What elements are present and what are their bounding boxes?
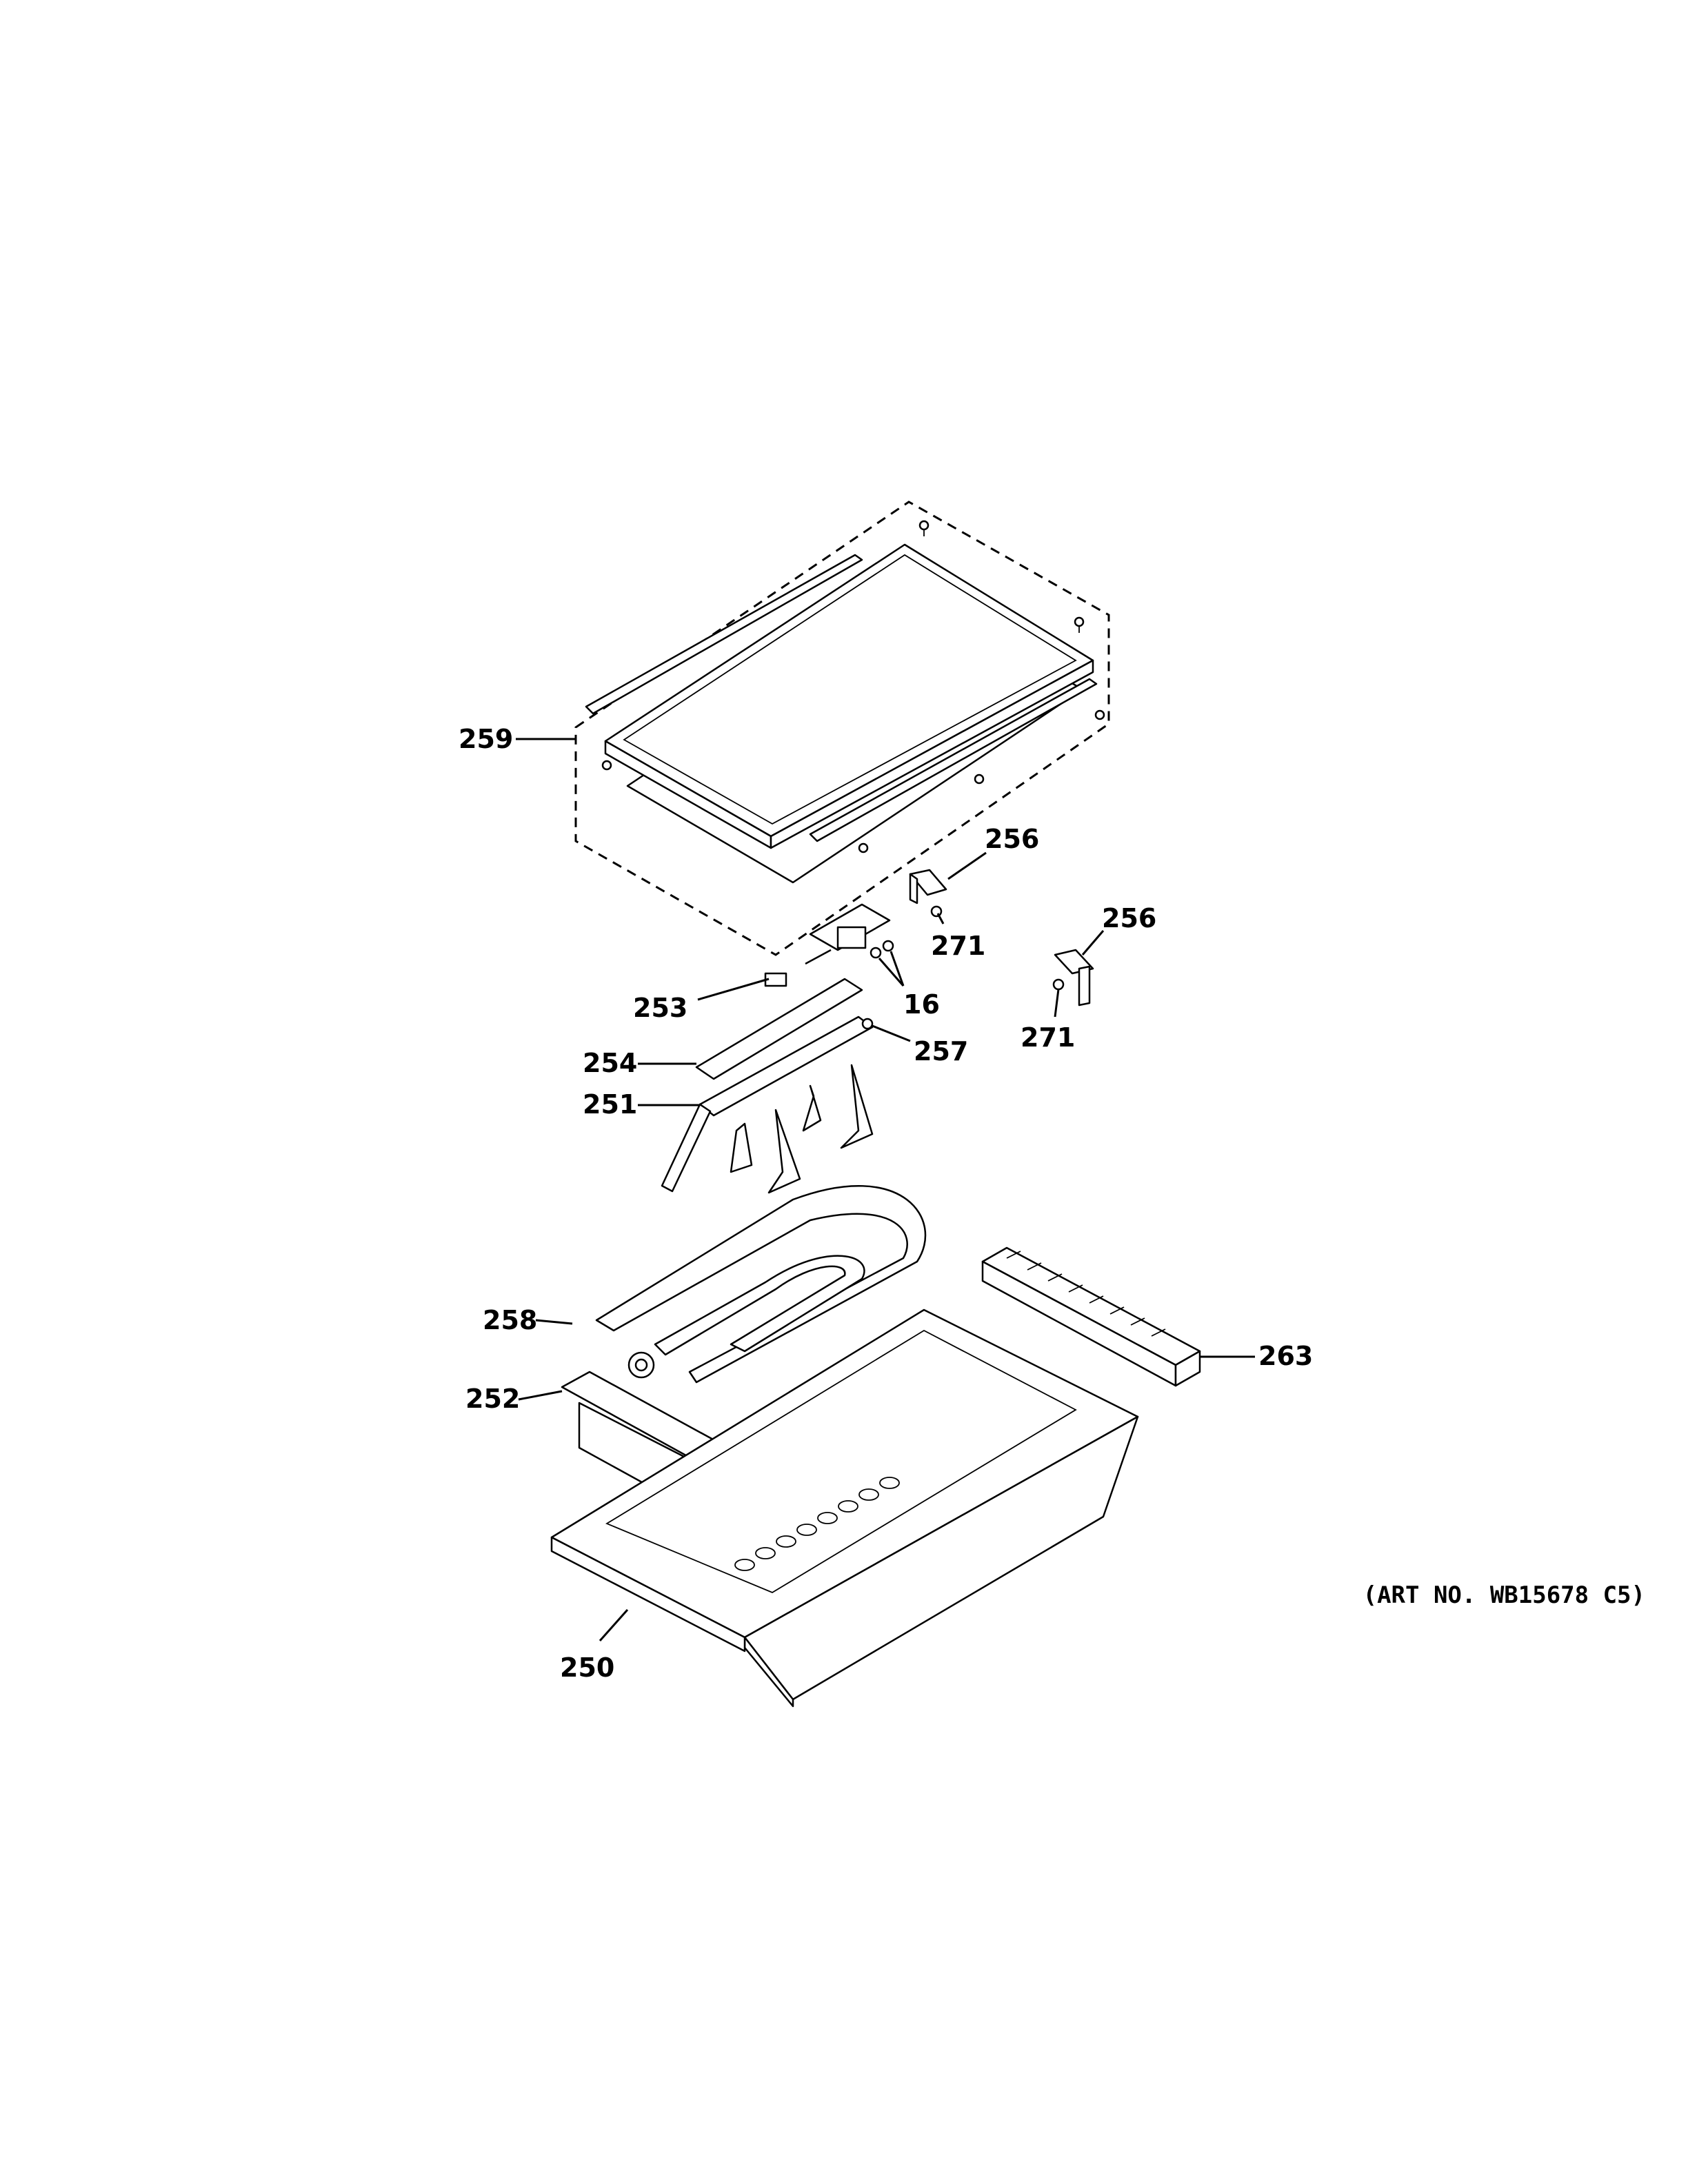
callout-253: 253: [633, 993, 687, 1023]
nut-16-a-icon: [870, 947, 882, 959]
right-rail: [809, 678, 1098, 842]
bracket-left: [909, 869, 947, 918]
callout-labels: 259 256 271 256 271 16 253 257 254 251 2…: [459, 724, 1313, 1683]
left-rail: [585, 554, 863, 715]
callout-16: 16: [903, 989, 940, 1020]
assembly-group-outline: [574, 501, 1110, 956]
callout-256-left: 256: [985, 824, 1039, 854]
screw-icon: [601, 520, 1105, 853]
leader-lines: [516, 738, 1255, 1641]
bracket-right: [1052, 949, 1094, 1007]
callout-250: 250: [560, 1652, 614, 1683]
bracket-arm: [661, 1103, 712, 1193]
callout-252: 252: [465, 1384, 520, 1414]
callout-254: 254: [583, 1048, 637, 1078]
art-number: (ART NO. WB15678 C5): [1363, 1581, 1645, 1609]
callout-271-right: 271: [1021, 1022, 1075, 1053]
screw-271-left-icon: [930, 905, 943, 918]
callout-259: 259: [459, 724, 513, 754]
griddle-tray-side-face: [770, 659, 1094, 849]
bracket-plate-254: [695, 978, 863, 1080]
callout-251: 251: [583, 1089, 637, 1120]
burner-bracket: [661, 978, 874, 1194]
callout-263: 263: [1258, 1341, 1313, 1371]
burner-box-holes: [734, 1477, 900, 1571]
callout-257: 257: [914, 1036, 968, 1066]
burner-box-250: [550, 1308, 1139, 1708]
nut-16-b-icon: [882, 940, 894, 952]
grate-263: [981, 1246, 1201, 1387]
callout-271-left: 271: [931, 931, 985, 961]
screw-271-right-icon: [1052, 978, 1065, 991]
griddle-tray-inner-rim: [623, 554, 1077, 825]
callout-258: 258: [483, 1305, 537, 1335]
screw-257-icon: [861, 1018, 874, 1030]
callout-256-right: 256: [1102, 903, 1156, 933]
u-burner: [595, 1185, 927, 1384]
griddle-plate-assembly: [574, 501, 1110, 956]
